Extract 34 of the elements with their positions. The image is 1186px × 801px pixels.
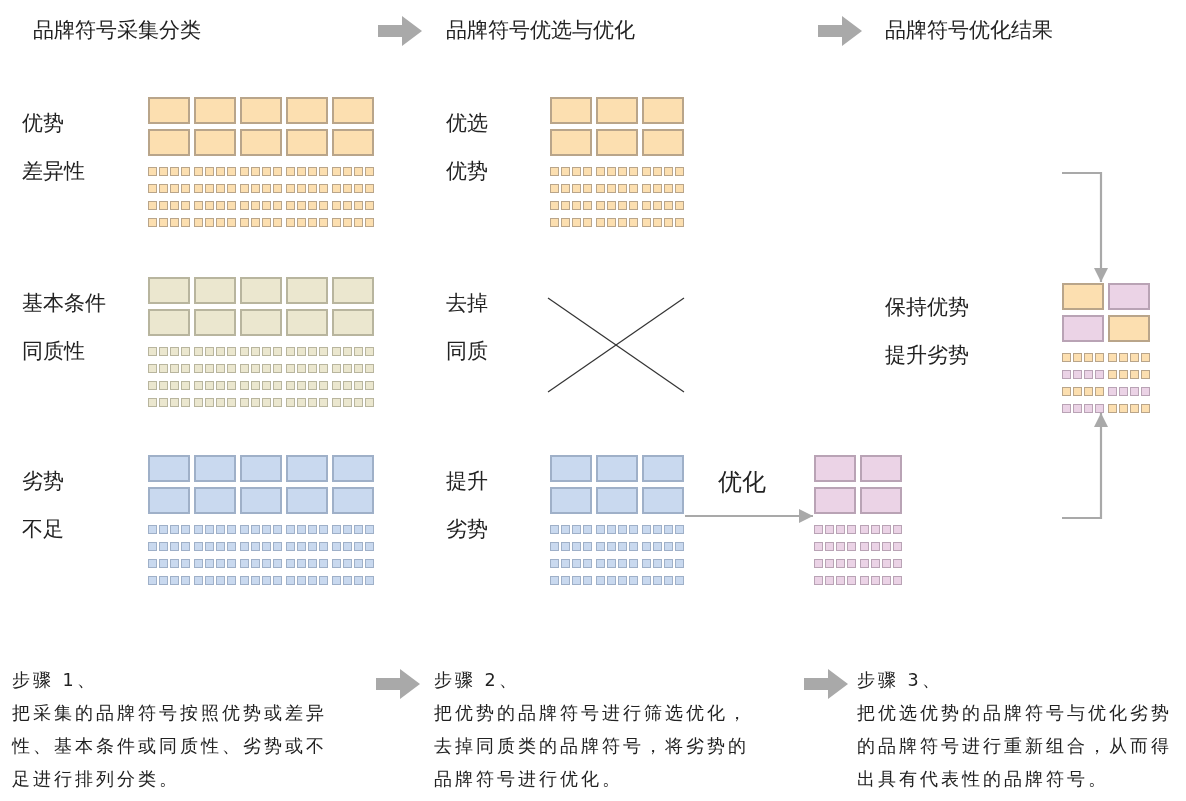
symbol-grid — [1062, 283, 1150, 412]
row-label: 提升 — [446, 468, 488, 495]
symbol-grid — [550, 97, 684, 226]
step-number: 步骤 2、 — [434, 669, 520, 692]
step-description: 把采集的品牌符号按照优势或差异性、基本条件或同质性、劣势或不足进行排列分类。 — [12, 702, 328, 791]
row-label: 基本条件 — [22, 290, 106, 317]
row-label: 不足 — [22, 516, 64, 543]
symbol-grid — [814, 455, 902, 584]
column-heading: 品牌符号采集分类 — [33, 16, 378, 44]
row-label: 劣势 — [446, 516, 488, 543]
row-label: 劣势 — [22, 468, 64, 495]
step-description: 把优势的品牌符号进行筛选优化，去掉同质类的品牌符号，将劣势的品牌符号进行优化。 — [434, 702, 750, 791]
symbol-grid — [148, 97, 374, 226]
row-label: 同质性 — [22, 338, 85, 365]
symbol-grid — [148, 455, 374, 584]
step-number: 步骤 3、 — [857, 669, 943, 692]
step-number: 步骤 1、 — [12, 669, 98, 692]
arrow — [1062, 413, 1108, 520]
row-label: 同质 — [446, 338, 488, 365]
column-heading: 品牌符号优选与优化 — [446, 16, 818, 44]
column-heading: 品牌符号优化结果 — [885, 16, 1053, 44]
symbol-grid — [148, 277, 374, 406]
row-label: 提升劣势 — [885, 342, 969, 369]
arrow — [1062, 171, 1108, 282]
symbol-grid — [550, 455, 684, 584]
row-label: 差异性 — [22, 158, 85, 185]
cross-mark — [547, 297, 685, 393]
row-label: 优势 — [446, 158, 488, 185]
arrow — [685, 509, 813, 523]
row-label: 优势 — [22, 110, 64, 137]
row-label: 去掉 — [446, 290, 488, 317]
step-description: 把优选优势的品牌符号与优化劣势的品牌符号进行重新组合，从而得出具有代表性的品牌符号。 — [857, 702, 1173, 791]
row-label: 优选 — [446, 110, 488, 137]
row-label: 保持优势 — [885, 294, 969, 321]
